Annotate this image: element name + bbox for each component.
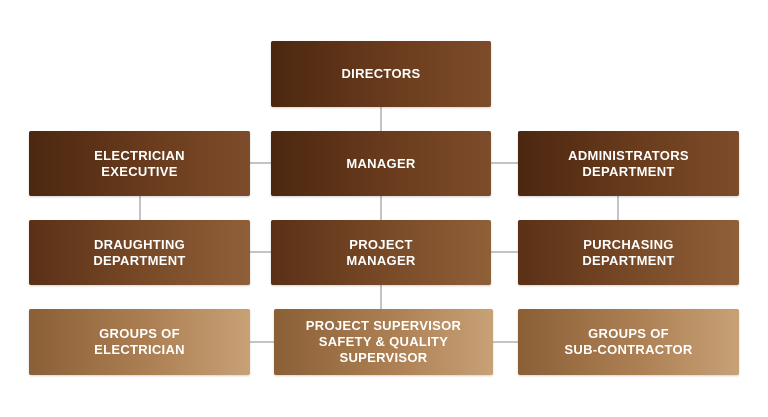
node-manager-label: MANAGER xyxy=(346,155,416,171)
node-administrators-department: ADMINISTRATORS DEPARTMENT xyxy=(518,131,739,196)
node-groups-of-electrician-label: GROUPS OF ELECTRICIAN xyxy=(94,326,185,357)
node-administrators-department-label: ADMINISTRATORS DEPARTMENT xyxy=(568,147,689,179)
node-project-manager: PROJECT MANAGER xyxy=(271,220,491,285)
node-draughting-department: DRAUGHTING DEPARTMENT xyxy=(29,220,250,285)
node-groups-of-subcontractor: GROUPS OF SUB-CONTRACTOR xyxy=(518,309,739,375)
node-directors-label: DIRECTORS xyxy=(341,66,421,81)
node-directors: DIRECTORS xyxy=(271,41,491,107)
node-project-manager-label: PROJECT MANAGER xyxy=(346,236,416,268)
node-purchasing-department-label: PURCHASING DEPARTMENT xyxy=(582,236,675,268)
node-purchasing-department: PURCHASING DEPARTMENT xyxy=(518,220,739,285)
node-project-supervisor-label: PROJECT SUPERVISOR SAFETY & QUALITY SUPE… xyxy=(305,318,462,365)
node-electrician-executive: ELECTRICIAN EXECUTIVE xyxy=(29,131,250,196)
node-draughting-department-label: DRAUGHTING DEPARTMENT xyxy=(93,236,186,268)
node-electrician-executive-label: ELECTRICIAN EXECUTIVE xyxy=(94,147,185,179)
node-project-supervisor: PROJECT SUPERVISOR SAFETY & QUALITY SUPE… xyxy=(274,309,493,375)
node-manager: MANAGER xyxy=(271,131,491,196)
node-groups-of-electrician: GROUPS OF ELECTRICIAN xyxy=(29,309,250,375)
node-groups-of-subcontractor-label: GROUPS OF SUB-CONTRACTOR xyxy=(564,326,693,357)
